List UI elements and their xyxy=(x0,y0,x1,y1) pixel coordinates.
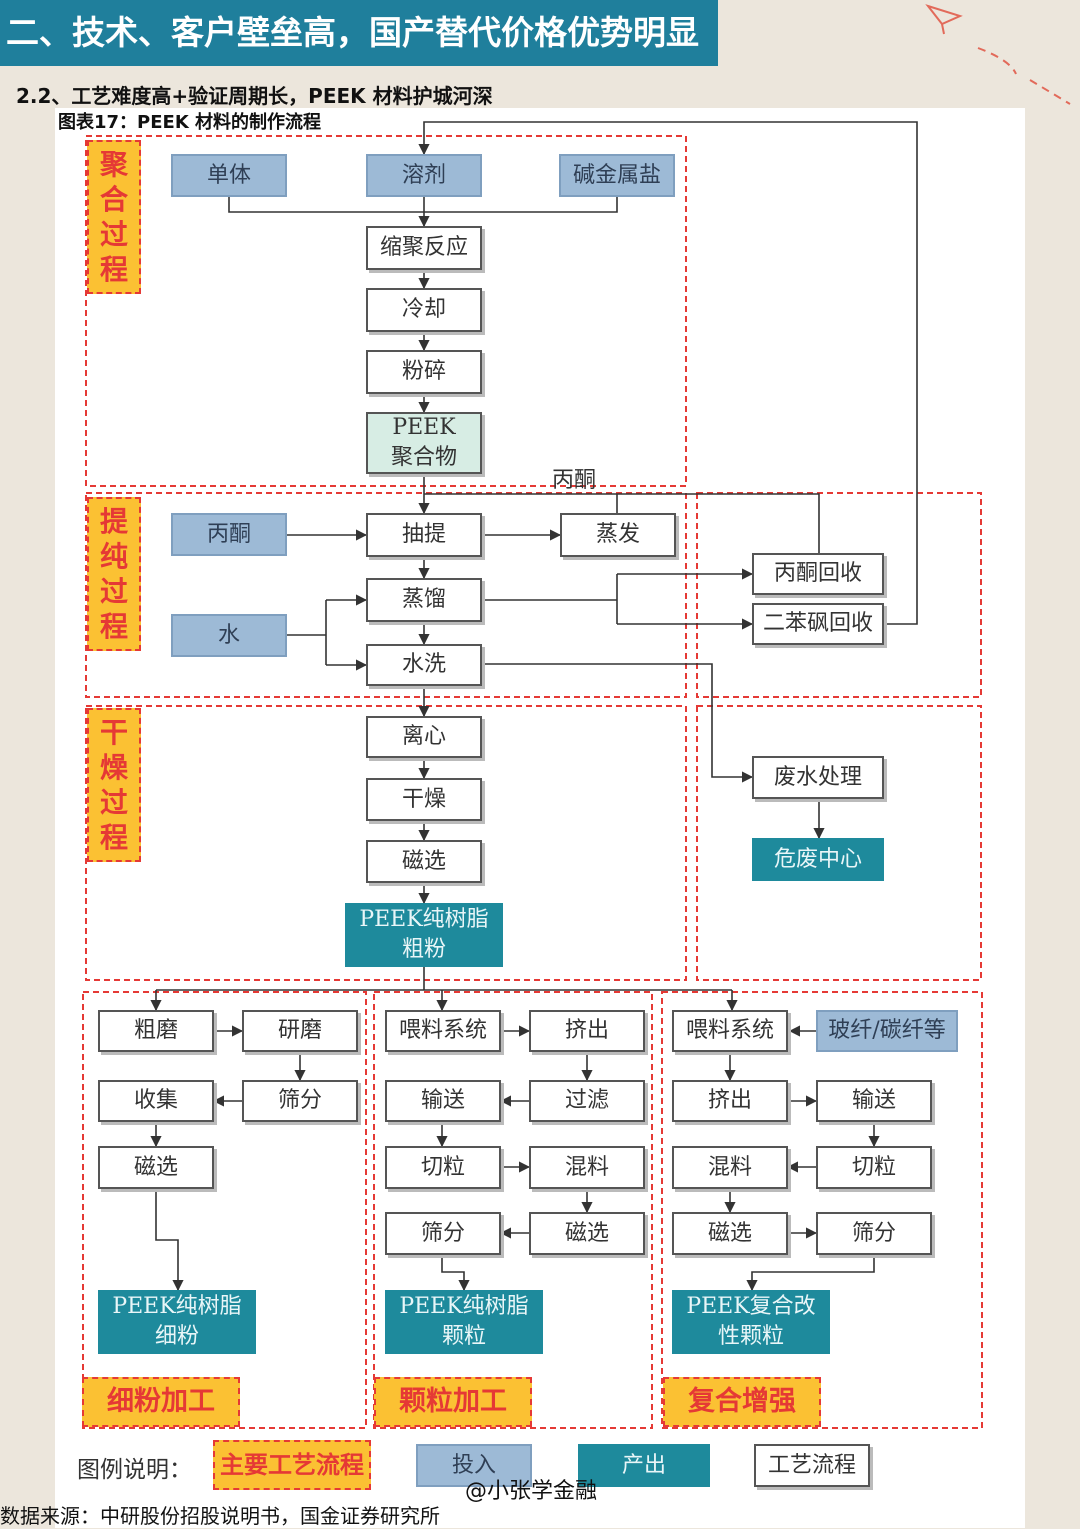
legend-title: 图例说明： xyxy=(77,1457,192,1483)
granule-step-feeding: 喂料系统 xyxy=(385,1010,501,1052)
granule-step-pelletize: 切粒 xyxy=(385,1146,501,1189)
output-composite-granule: PEEK复合改 性颗粒 xyxy=(672,1290,830,1354)
output-composite-line2: 性颗粒 xyxy=(717,1324,784,1349)
step-magnetic-separation: 磁选 xyxy=(366,840,482,883)
data-source: 数据来源：中研股份招股说明书，国金证券研究所 xyxy=(0,1504,440,1528)
step-wastewater-treatment: 废水处理 xyxy=(752,756,884,799)
input-acetone: 丙酮 xyxy=(171,513,287,556)
acetone-return-label: 丙酮 xyxy=(552,468,597,493)
output-fine-powder-line2: 细粉 xyxy=(154,1324,199,1349)
output-granule-line1: PEEK纯树脂 xyxy=(399,1294,529,1320)
output-coarse-powder-line1: PEEK纯树脂 xyxy=(359,907,489,933)
fine-step-magnetic-separation: 磁选 xyxy=(98,1146,214,1189)
step-water-wash: 水洗 xyxy=(366,644,482,686)
watermark: @小张学金融 xyxy=(465,1479,598,1504)
step-diphenyl-sulfone-recovery: 二苯砜回收 xyxy=(752,603,884,645)
output-coarse-powder: PEEK纯树脂 粗粉 xyxy=(345,903,503,967)
output-composite-line1: PEEK复合改 xyxy=(686,1294,816,1320)
output-granule-line2: 颗粒 xyxy=(441,1324,486,1349)
step-evaporation: 蒸发 xyxy=(560,513,676,557)
composite-step-extrude: 挤出 xyxy=(672,1080,788,1122)
peek-polymer-line1: PEEK xyxy=(392,415,456,441)
step-cooling: 冷却 xyxy=(366,288,482,332)
composite-step-convey: 输送 xyxy=(816,1080,932,1122)
output-hazardous-waste-center: 危废中心 xyxy=(752,838,884,881)
composite-step-pelletize: 切粒 xyxy=(816,1146,932,1189)
input-alkali-salt: 碱金属盐 xyxy=(559,154,675,197)
output-fine-powder: PEEK纯树脂 细粉 xyxy=(98,1290,256,1354)
granule-step-convey: 输送 xyxy=(385,1080,501,1122)
step-acetone-recovery: 丙酮回收 xyxy=(752,553,884,595)
composite-step-magnetic-separation: 磁选 xyxy=(672,1212,788,1255)
granule-step-filter: 过滤 xyxy=(529,1080,645,1122)
legend-process: 工艺流程 xyxy=(754,1444,870,1487)
stage-label-polymerization: 聚合过程 xyxy=(87,140,141,294)
step-distillation: 蒸馏 xyxy=(366,578,482,622)
composite-step-sieve: 筛分 xyxy=(816,1212,932,1255)
stage-label-purification: 提纯过程 xyxy=(87,497,141,651)
fine-step-collect: 收集 xyxy=(98,1080,214,1122)
stage-label-fine-powder: 细粉加工 xyxy=(82,1377,240,1427)
step-polycondensation: 缩聚反应 xyxy=(366,226,482,270)
input-fiber: 玻纤/碳纤等 xyxy=(816,1010,958,1052)
stage-label-granule: 颗粒加工 xyxy=(374,1377,532,1427)
granule-step-extrude: 挤出 xyxy=(529,1010,645,1052)
stage-label-composite: 复合增强 xyxy=(663,1377,821,1427)
legend-main-process: 主要工艺流程 xyxy=(213,1440,371,1490)
output-fine-powder-line1: PEEK纯树脂 xyxy=(112,1294,242,1320)
input-monomer: 单体 xyxy=(171,154,287,197)
section-subtitle: 2.2、工艺难度高+验证周期长，PEEK 材料护城河深 xyxy=(16,84,493,108)
granule-step-magnetic-separation: 磁选 xyxy=(529,1212,645,1255)
output-granule: PEEK纯树脂 颗粒 xyxy=(385,1290,543,1354)
input-solvent: 溶剂 xyxy=(366,154,482,197)
step-centrifuge: 离心 xyxy=(366,716,482,758)
peek-polymer: PEEK 聚合物 xyxy=(366,412,482,474)
step-crushing: 粉碎 xyxy=(366,350,482,394)
fine-step-sieve: 筛分 xyxy=(242,1080,358,1122)
input-water: 水 xyxy=(171,614,287,657)
granule-step-mix: 混料 xyxy=(529,1146,645,1189)
step-extraction: 抽提 xyxy=(366,513,482,557)
composite-step-mix: 混料 xyxy=(672,1146,788,1189)
fine-step-coarse-grind: 粗磨 xyxy=(98,1010,214,1052)
fine-step-grind: 研磨 xyxy=(242,1010,358,1052)
output-coarse-powder-line2: 粗粉 xyxy=(401,937,446,962)
peek-polymer-line2: 聚合物 xyxy=(390,445,457,470)
legend-output: 产出 xyxy=(578,1444,710,1487)
step-dry: 干燥 xyxy=(366,778,482,821)
section-banner: 二、技术、客户壁垒高，国产替代价格优势明显 xyxy=(0,0,718,66)
figure-title: 图表17：PEEK 材料的制作流程 xyxy=(58,112,322,133)
paper-plane-doodle xyxy=(925,4,1071,105)
granule-step-sieve: 筛分 xyxy=(385,1212,501,1255)
legend-input: 投入 xyxy=(416,1444,532,1487)
composite-step-feeding: 喂料系统 xyxy=(672,1010,788,1052)
stage-label-drying: 干燥过程 xyxy=(87,708,141,862)
